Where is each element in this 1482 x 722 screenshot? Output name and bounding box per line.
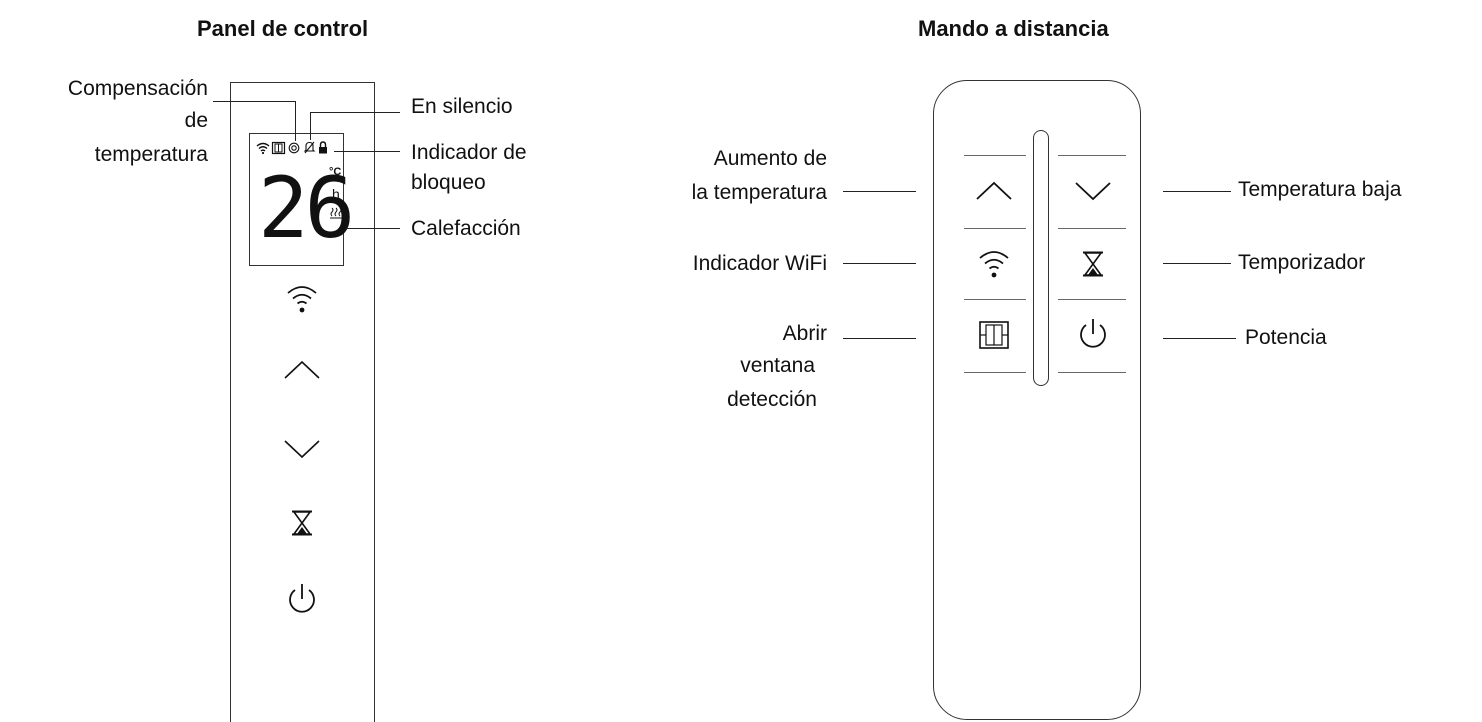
label-wifi: Indicador WiFi <box>692 252 827 275</box>
label-heating: Calefacción <box>411 217 521 240</box>
lcd-heating-icon <box>330 207 342 219</box>
remote-chevron-up-icon[interactable] <box>976 181 1012 201</box>
leader-silent <box>310 112 400 113</box>
panel-chevron-down-icon[interactable] <box>284 439 320 459</box>
leader-lock <box>334 151 400 152</box>
remote-power-icon[interactable] <box>1077 318 1109 352</box>
remote-chevron-down-icon[interactable] <box>1075 181 1111 201</box>
label-temp-compensation-3: temperatura <box>94 143 208 166</box>
label-temp-up-1: Aumento de <box>713 147 827 170</box>
remote-divider-1 <box>964 155 1026 156</box>
leader-temp-up <box>843 191 916 192</box>
leader-timer <box>1163 263 1231 264</box>
panel-chevron-up-icon[interactable] <box>284 360 320 380</box>
label-window-3: detección <box>727 388 817 411</box>
lcd-celsius-unit: °C <box>329 166 342 178</box>
lcd-hours-unit: h <box>332 186 340 202</box>
leader-heating <box>346 228 400 229</box>
lcd-silent-icon <box>303 141 316 154</box>
panel-power-icon[interactable] <box>286 583 318 617</box>
remote-divider-2 <box>964 228 1026 229</box>
label-power: Potencia <box>1245 326 1327 349</box>
label-temp-compensation-1: Compensación <box>67 77 208 100</box>
remote-title: Mando a distancia <box>918 16 1109 41</box>
label-temp-down: Temperatura baja <box>1238 178 1402 201</box>
remote-center-slot <box>1033 130 1049 386</box>
leader-wifi <box>843 263 916 264</box>
leader-temp-compensation-vert <box>295 101 296 141</box>
lcd-temp-compensation-icon <box>288 142 300 154</box>
label-lock-1: Indicador de <box>411 141 527 164</box>
remote-divider-1b <box>1058 155 1126 156</box>
lcd-temperature-digits: 26 <box>258 159 355 257</box>
remote-divider-3 <box>964 299 1026 300</box>
lcd-window-icon <box>271 141 286 155</box>
remote-divider-4 <box>964 372 1026 373</box>
leader-window <box>843 338 916 339</box>
leader-silent-vert <box>310 112 311 140</box>
control-panel-title: Panel de control <box>197 16 369 41</box>
leader-temp-down <box>1163 191 1231 192</box>
leader-temp-compensation <box>213 101 295 102</box>
leader-power <box>1163 338 1236 339</box>
label-temp-up-2: la temperatura <box>691 181 827 204</box>
lcd-lock-icon <box>319 141 327 154</box>
label-silent: En silencio <box>411 95 513 118</box>
remote-hourglass-icon[interactable] <box>1082 251 1104 277</box>
label-window-2: ventana <box>740 354 815 377</box>
panel-hourglass-icon[interactable] <box>291 510 313 536</box>
remote-window-icon[interactable] <box>979 321 1009 349</box>
lcd-wifi-icon <box>256 142 270 155</box>
remote-divider-4b <box>1058 372 1126 373</box>
remote-divider-2b <box>1058 228 1126 229</box>
remote-wifi-icon[interactable] <box>977 246 1011 280</box>
label-lock-2: bloqueo <box>411 171 486 194</box>
label-window-1: Abrir <box>782 322 827 345</box>
remote-divider-3b <box>1058 299 1126 300</box>
label-timer: Temporizador <box>1238 251 1366 274</box>
panel-wifi-icon[interactable] <box>285 281 319 315</box>
control-panel-body <box>230 82 375 722</box>
lcd-display <box>249 133 344 266</box>
label-temp-compensation-2: de <box>184 109 208 132</box>
